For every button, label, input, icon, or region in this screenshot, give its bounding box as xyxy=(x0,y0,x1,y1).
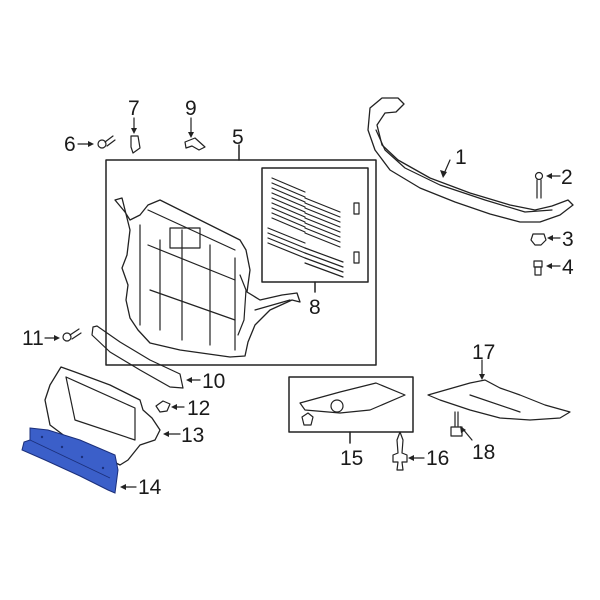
callout-9[interactable]: 9 xyxy=(185,97,197,120)
callout-2[interactable]: 2 xyxy=(561,166,573,189)
bolt-part-4 xyxy=(533,260,543,276)
underbody-shield-part-17 xyxy=(427,379,571,421)
callout-7[interactable]: 7 xyxy=(128,97,140,120)
bolt-part-18 xyxy=(450,411,463,437)
clip-part-7 xyxy=(130,135,141,154)
bracket-part-9 xyxy=(184,137,206,151)
callout-17[interactable]: 17 xyxy=(472,341,496,364)
box-8-frame xyxy=(261,167,369,293)
bolt-part-11 xyxy=(62,328,82,342)
callout-16[interactable]: 16 xyxy=(426,447,450,470)
callout-3[interactable]: 3 xyxy=(562,228,574,251)
callout-14[interactable]: 14 xyxy=(138,476,162,499)
callout-10[interactable]: 10 xyxy=(202,370,226,393)
callout-6[interactable]: 6 xyxy=(64,133,76,156)
callout-1[interactable]: 1 xyxy=(455,146,467,169)
callout-13[interactable]: 13 xyxy=(181,424,205,447)
callout-12[interactable]: 12 xyxy=(187,397,211,420)
callout-15[interactable]: 15 xyxy=(340,447,364,470)
arrowheads xyxy=(54,128,553,490)
shield-part-15 xyxy=(299,382,406,426)
bolt-part-2 xyxy=(534,171,544,199)
callout-5[interactable]: 5 xyxy=(232,126,244,149)
highlighted-part-14 xyxy=(21,427,119,494)
clip-part-12 xyxy=(155,400,171,413)
callout-18[interactable]: 18 xyxy=(472,441,496,464)
bar-part-10 xyxy=(91,325,184,389)
bumper-bar-part-1 xyxy=(367,97,574,223)
box-15-frame xyxy=(288,376,414,444)
callout-8[interactable]: 8 xyxy=(309,296,321,319)
air-guide-part-13 xyxy=(44,366,161,466)
shutter-part-8 xyxy=(267,177,360,278)
nut-part-3 xyxy=(530,233,547,246)
callout-4[interactable]: 4 xyxy=(562,256,574,279)
radiator-support-part-5 xyxy=(114,197,301,358)
bolt-part-6 xyxy=(97,135,116,149)
push-pin-part-16 xyxy=(392,431,408,471)
callout-11[interactable]: 11 xyxy=(22,327,44,350)
box-5-frame xyxy=(105,144,377,366)
